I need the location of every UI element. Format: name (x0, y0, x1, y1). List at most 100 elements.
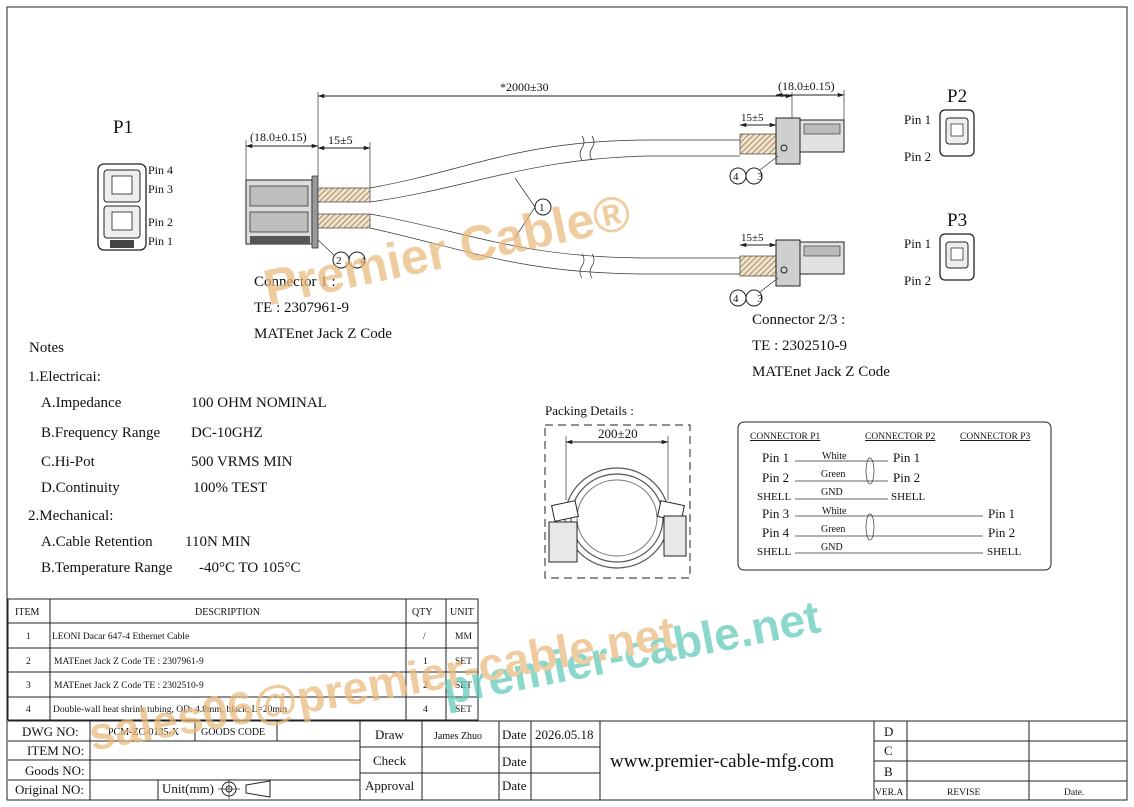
date-label-draw: Date (502, 727, 527, 742)
mechanical-heading: 2.Mechanical: (28, 508, 113, 524)
balloon-cable: 1 (514, 177, 552, 239)
retention-label: A.Cable Retention (41, 534, 153, 550)
wiring-left-pin: Pin 2 (762, 470, 789, 485)
bom-header-item: ITEM (15, 607, 40, 618)
balloon-p2: 4 3 (729, 155, 779, 185)
notes: Notes 1.Electricai: A.Impedance 100 OHM … (28, 340, 327, 576)
date-label-approval: Date (502, 778, 527, 793)
bom-row-description: MATEnet Jack Z Code TE : 2302510-9 (54, 681, 204, 691)
p1-shrink-tube-top (317, 187, 371, 203)
cable-to-p2-lower (369, 155, 740, 203)
bom-row-description: MATEnet Jack Z Code TE : 2307961-9 (54, 657, 204, 667)
p3-face-view: P3 Pin 1 Pin 2 (904, 210, 975, 288)
wiring-left-pin: Pin 4 (762, 525, 790, 540)
connector1-part: TE : 2307961-9 (254, 300, 349, 316)
wiring-p3-pin: SHELL (987, 546, 1022, 558)
bom-table: ITEM DESCRIPTION QTY UNIT 1 LEONI Dacar … (7, 598, 479, 721)
svg-text:4 3: 4 3 (733, 171, 771, 183)
p3-shrink-dim: 15±5 (741, 232, 764, 244)
sheet-border (6, 6, 1128, 801)
revision-b: B (884, 764, 893, 779)
frequency-value: DC-10GHZ (191, 425, 263, 441)
p1-pin2-label: Pin 2 (148, 215, 173, 229)
wiring-color: GND (821, 542, 843, 553)
p1-connector-body (245, 175, 319, 249)
wiring-p2-pin: Pin 2 (893, 470, 920, 485)
continuity-value: 100% TEST (193, 480, 267, 496)
bom-row-qty: / (423, 632, 426, 642)
break-mark-bottom-2 (589, 253, 595, 279)
left-connector-dim: (18.0±0.15) (250, 130, 307, 144)
wiring-p3-pin: Pin 2 (988, 525, 1015, 540)
notes-heading: Notes (29, 340, 64, 356)
hipot-value: 500 VRMS MIN (191, 454, 293, 470)
bom-header-qty: QTY (412, 607, 433, 618)
wiring-left-pin: SHELL (757, 491, 792, 503)
balloon-p1: 2 4 (317, 239, 374, 269)
break-mark-bottom (579, 253, 585, 279)
bom-row-unit: SET (455, 705, 472, 715)
svg-text:4 3: 4 3 (733, 293, 771, 305)
wiring-p3-pin: Pin 1 (988, 506, 1015, 521)
p1-pin3-label: Pin 3 (148, 182, 173, 196)
dwg-no-label: DWG NO: (22, 724, 79, 739)
wiring-header-p1: CONNECTOR P1 (750, 432, 821, 442)
p2-label: P2 (947, 86, 967, 107)
date-value: 2026.05.18 (535, 727, 594, 742)
revise-label: REVISE (947, 788, 980, 798)
bom-row-unit: MM (455, 632, 472, 642)
cable-to-p3 (369, 213, 740, 259)
svg-text:2 4: 2 4 (336, 255, 374, 267)
p2-shrink-dim: 15±5 (741, 112, 764, 124)
packing-dimension: 200±20 (598, 426, 638, 441)
wiring-diagram: CONNECTOR P1 CONNECTOR P2 CONNECTOR P3 P… (737, 421, 1052, 571)
p1-face-view: P1 Pin 4 Pin 3 Pin 2 Pin 1 (97, 117, 173, 251)
retention-value: 110N MIN (185, 534, 251, 550)
cable-assembly: *2000±30 (18.0±0.15) 15±5 (18.0±0.15) 15… (245, 79, 845, 307)
dwg-no-value: PCM-ZC-0135-X (108, 727, 180, 738)
bom-row-qty: 2 (423, 681, 428, 691)
title-block: DWG NO: PCM-ZC-0135-X GOODS CODE ITEM NO… (8, 720, 1127, 800)
wiring-color: White (822, 451, 847, 462)
connector1-callout: Connector 1 : TE : 2307961-9 MATEnet Jac… (254, 274, 392, 342)
draw-label: Draw (375, 727, 404, 742)
wiring-left-pin: Pin 3 (762, 506, 789, 521)
projection-symbol (218, 779, 271, 799)
wiring-p2-pin: Pin 1 (893, 450, 920, 465)
p3-shrink-tube (739, 255, 777, 277)
bom-row-unit: SET (455, 681, 472, 691)
break-mark-top (579, 135, 585, 161)
p3-label: P3 (947, 210, 967, 231)
p1-pin4-label: Pin 4 (148, 163, 173, 177)
p2-face-view: P2 Pin 1 Pin 2 (904, 86, 975, 164)
revision-d: D (884, 724, 893, 739)
goods-code-label: GOODS CODE (201, 727, 265, 738)
balloon-p3: 4 3 (729, 277, 779, 307)
company-website: www.premier-cable-mfg.com (610, 751, 834, 772)
wiring-p2-pin: SHELL (891, 491, 926, 503)
wiring-color: GND (821, 487, 843, 498)
p1-label: P1 (113, 117, 133, 138)
p2-shrink-tube (739, 133, 777, 155)
impedance-label: A.Impedance (41, 395, 122, 411)
p3-pin1-label: Pin 1 (904, 236, 931, 251)
connector23-callout: Connector 2/3 : TE : 2302510-9 MATEnet J… (752, 312, 890, 380)
revision-c: C (884, 743, 893, 758)
bom-row-qty: 1 (423, 657, 428, 667)
bom-header-unit: UNIT (450, 607, 474, 618)
bom-row-description: LEONI Dacar 647-4 Ethernet Cable (52, 632, 189, 642)
bom-row-item: 2 (26, 657, 31, 667)
p2-pin2-label: Pin 2 (904, 149, 931, 164)
wiring-left-pin: SHELL (757, 546, 792, 558)
connector23-title: Connector 2/3 : (752, 312, 845, 328)
frequency-label: B.Frequency Range (41, 425, 160, 441)
bom-row-unit: SET (455, 657, 472, 667)
overall-length-dim: *2000±30 (500, 80, 549, 94)
bom-row-qty: 4 (423, 705, 428, 715)
connector23-type: MATEnet Jack Z Code (752, 364, 890, 380)
bom-row-item: 1 (26, 632, 31, 642)
original-no-label: Original NO: (15, 782, 84, 797)
packing-title: Packing Details : (545, 403, 634, 418)
bom-row-item: 3 (26, 681, 31, 691)
